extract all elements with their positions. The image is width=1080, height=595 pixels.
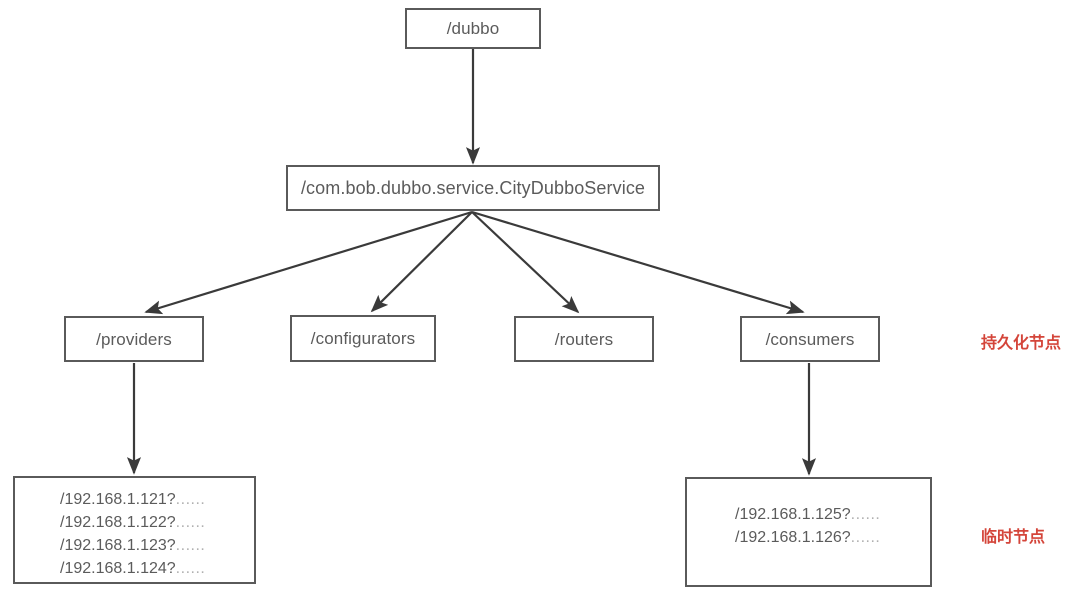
edge-service-to-configurators <box>370 211 473 313</box>
edge-service-to-consumers <box>471 210 805 315</box>
list-item: /192.168.1.125?...... <box>735 503 930 526</box>
node-dubbo-service-label: /com.bob.dubbo.service.CityDubboService <box>300 177 646 198</box>
provider-address: /192.168.1.122? <box>60 514 176 531</box>
node-configurators-label: /configurators <box>310 329 416 348</box>
provider-instance-list: /192.168.1.121?...... /192.168.1.122?...… <box>15 488 254 580</box>
provider-address: /192.168.1.123? <box>60 537 176 554</box>
ellipsis: ...... <box>175 491 206 508</box>
list-item: /192.168.1.126?...... <box>735 526 930 549</box>
ellipsis: ...... <box>175 514 206 531</box>
consumer-instance-box: /192.168.1.125?...... /192.168.1.126?...… <box>685 477 932 587</box>
edge-service-to-providers <box>144 210 473 315</box>
node-providers[interactable]: /providers <box>64 316 204 362</box>
annotation-persistent-node: 持久化节点 <box>981 333 1062 352</box>
node-dubbo-service[interactable]: /com.bob.dubbo.service.CityDubboService <box>286 165 660 211</box>
consumer-address: /192.168.1.125? <box>735 506 851 523</box>
node-consumers-label: /consumers <box>765 329 855 349</box>
node-dubbo-root[interactable]: /dubbo <box>405 8 541 49</box>
annotation-ephemeral-node: 临时节点 <box>981 527 1046 546</box>
ellipsis: ...... <box>175 560 206 577</box>
ellipsis: ...... <box>175 537 206 554</box>
node-consumers[interactable]: /consumers <box>740 316 880 362</box>
edge-service-to-routers <box>471 211 580 314</box>
node-configurators[interactable]: /configurators <box>290 315 436 362</box>
ellipsis: ...... <box>850 529 881 546</box>
provider-instance-box: /192.168.1.121?...... /192.168.1.122?...… <box>13 476 256 584</box>
provider-address: /192.168.1.124? <box>60 560 176 577</box>
consumer-address: /192.168.1.126? <box>735 529 851 546</box>
list-item: /192.168.1.121?...... <box>60 488 254 511</box>
ellipsis: ...... <box>850 506 881 523</box>
node-providers-label: /providers <box>96 329 172 349</box>
provider-address: /192.168.1.121? <box>60 491 176 508</box>
node-routers-label: /routers <box>554 329 614 349</box>
list-item: /192.168.1.122?...... <box>60 511 254 534</box>
consumer-instance-list: /192.168.1.125?...... /192.168.1.126?...… <box>687 503 930 549</box>
list-item: /192.168.1.123?...... <box>60 534 254 557</box>
node-dubbo-root-label: /dubbo <box>446 19 500 38</box>
node-routers[interactable]: /routers <box>514 316 654 362</box>
list-item: /192.168.1.124?...... <box>60 557 254 580</box>
